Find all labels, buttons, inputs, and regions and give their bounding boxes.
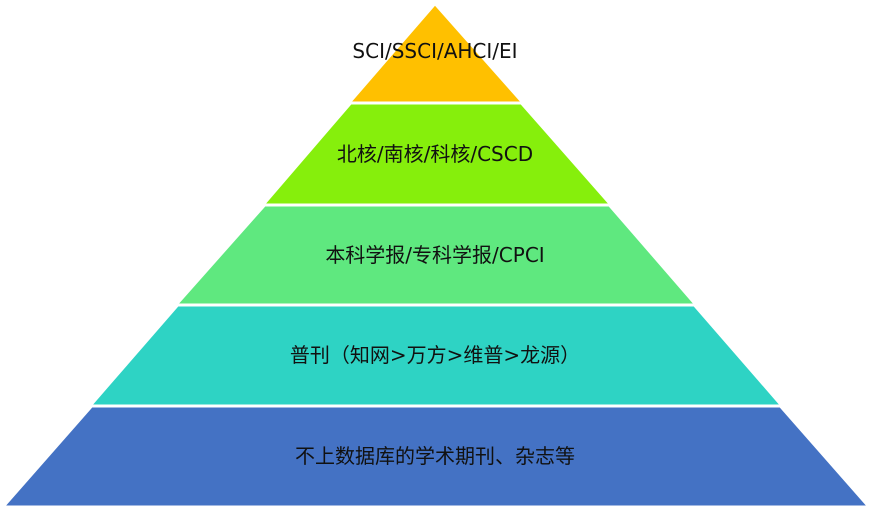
tier-2-shape [263,103,611,205]
tier-5-label: 不上数据库的学术期刊、杂志等 [295,444,575,468]
tier-4-shape [90,305,782,406]
tier-1-shape [349,4,523,103]
tier-5-shape [3,406,869,507]
tier-4-label: 普刊（知网>万方>维普>龙源） [290,343,580,367]
tier-3-label: 本科学报/专科学报/CPCI [325,243,544,267]
tier-3-shape [176,205,696,305]
tier-1-label: SCI/SSCI/AHCI/EI [352,39,517,63]
tier-2-label: 北核/南核/科核/CSCD [337,142,533,166]
